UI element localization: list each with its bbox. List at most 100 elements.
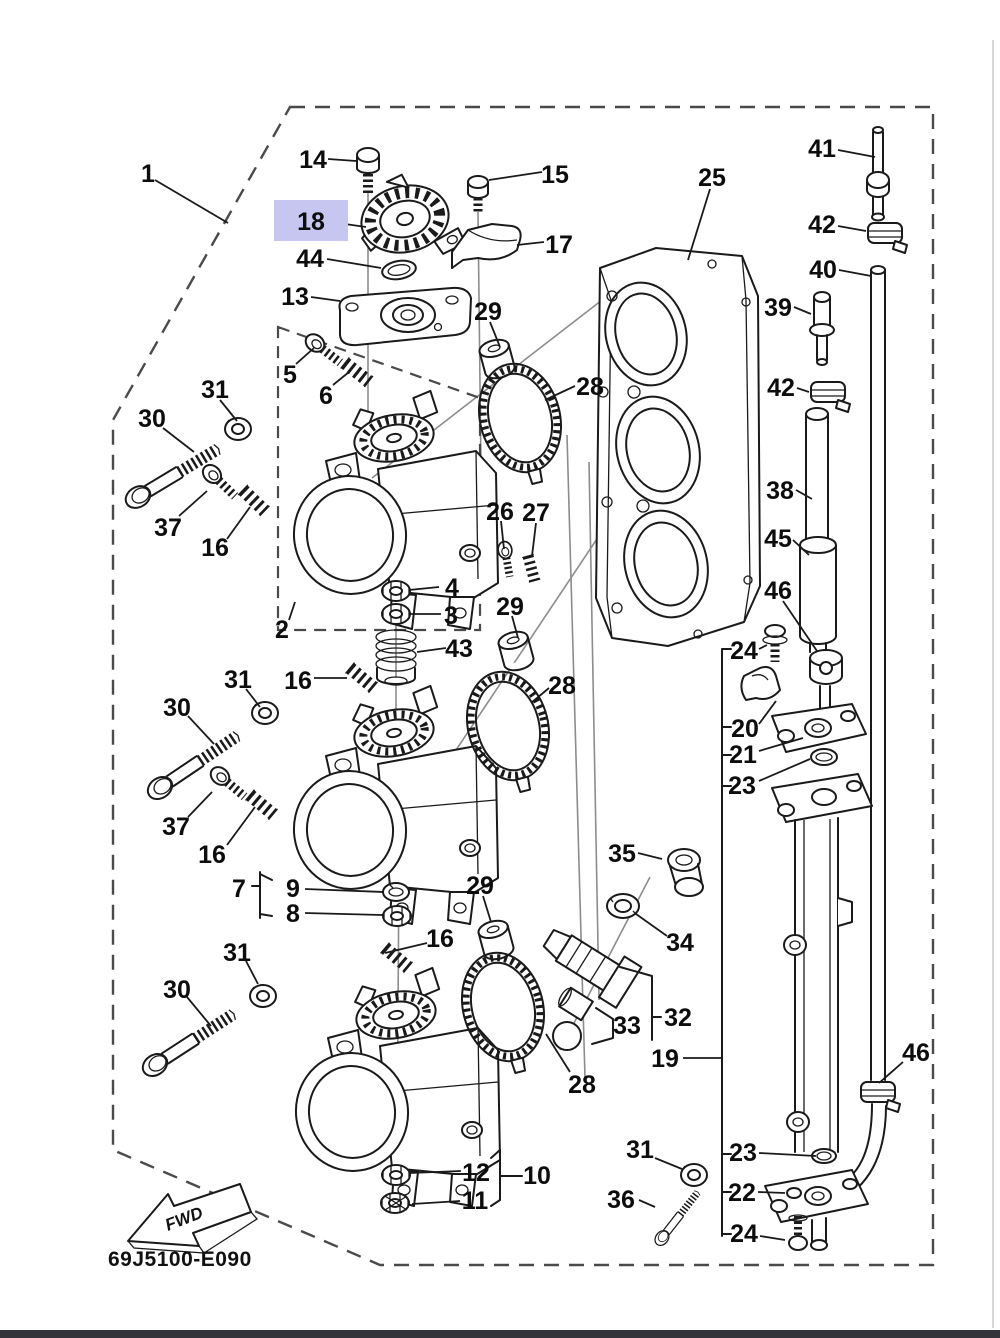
part-label-36[interactable]: 36 [607, 1186, 635, 1214]
part-label-17[interactable]: 17 [545, 231, 573, 259]
part-label-29-2[interactable]: 29 [496, 593, 524, 621]
part-label-14[interactable]: 14 [299, 146, 327, 174]
leader-line-20 [758, 700, 777, 725]
leader-line-22 [757, 1191, 786, 1194]
part-label-43[interactable]: 43 [445, 635, 473, 663]
part-label-7[interactable]: 7 [232, 875, 246, 903]
part-label-16[interactable]: 16 [201, 534, 229, 562]
part-label-15[interactable]: 15 [541, 161, 569, 189]
clip-9 [382, 882, 410, 902]
part-label-22[interactable]: 22 [728, 1179, 756, 1207]
part-label-31[interactable]: 31 [201, 376, 229, 404]
part-label-16-3[interactable]: 16 [198, 841, 226, 869]
part-label-26[interactable]: 26 [486, 498, 514, 526]
part-label-24[interactable]: 24 [730, 637, 758, 665]
part-label-31-3[interactable]: 31 [223, 939, 251, 967]
leader-line-37-2 [187, 791, 213, 818]
leader-line-9 [304, 888, 384, 893]
leader-line-44 [326, 258, 382, 269]
leader-line-23 [758, 758, 811, 782]
part-label-6[interactable]: 6 [319, 382, 333, 410]
part-label-24-2[interactable]: 24 [730, 1220, 758, 1248]
part-label-23[interactable]: 23 [728, 772, 756, 800]
diagram-code: 69J5100-E090 [108, 1248, 252, 1271]
top-sensor-group [338, 147, 522, 347]
part-label-40[interactable]: 40 [809, 256, 837, 284]
leader-line-31-3 [245, 960, 259, 985]
part-label-13[interactable]: 13 [281, 283, 309, 311]
part-label-28-2[interactable]: 28 [548, 672, 576, 700]
inner-dashed-box [276, 325, 482, 632]
part-label-28[interactable]: 28 [576, 373, 604, 401]
part-label-34[interactable]: 34 [666, 929, 694, 957]
part-label-23-2[interactable]: 23 [729, 1139, 757, 1167]
part-label-3[interactable]: 3 [444, 602, 458, 630]
outer-dashed-boundary [111, 105, 935, 1267]
leader-line-42 [837, 225, 867, 232]
nozzle-33 [552, 986, 594, 1051]
leader-line-28-3 [545, 1033, 571, 1073]
leader-line-40 [838, 269, 872, 277]
part-label-25[interactable]: 25 [698, 164, 726, 192]
part-label-16-2[interactable]: 16 [284, 667, 312, 695]
leader-line-1 [154, 179, 229, 224]
leader-line-35 [637, 852, 663, 860]
leader-line-39 [793, 306, 812, 315]
leader-line-29-3 [482, 895, 492, 923]
part-label-4[interactable]: 4 [445, 574, 459, 602]
part-label-5[interactable]: 5 [283, 361, 297, 389]
part-label-38[interactable]: 38 [766, 477, 794, 505]
clamp-17 [451, 223, 522, 269]
bolt-24-upper [762, 624, 788, 662]
part-label-35[interactable]: 35 [608, 840, 636, 868]
part-label-20[interactable]: 20 [731, 715, 759, 743]
part-label-46[interactable]: 46 [764, 577, 792, 605]
leader-line-24 [758, 644, 768, 650]
leader-line-21 [758, 737, 804, 752]
leader-line-30-2 [187, 715, 215, 745]
part-label-27[interactable]: 27 [522, 499, 550, 527]
part-label-8[interactable]: 8 [286, 900, 300, 928]
part-label-28-3[interactable]: 28 [568, 1071, 596, 1099]
part-label-29[interactable]: 29 [474, 298, 502, 326]
leader-line-41 [837, 149, 876, 158]
part-label-31-4[interactable]: 31 [626, 1136, 654, 1164]
part-label-44[interactable]: 44 [296, 245, 324, 273]
part-label-10[interactable]: 10 [523, 1162, 551, 1190]
leader-line-27 [531, 522, 537, 557]
part-label-41[interactable]: 41 [808, 135, 836, 163]
part-label-11[interactable]: 11 [462, 1187, 489, 1215]
part-label-39[interactable]: 39 [764, 294, 792, 322]
part-label-46-2[interactable]: 46 [902, 1039, 930, 1067]
part-label-45[interactable]: 45 [764, 525, 792, 553]
leader-line-42-2 [796, 387, 810, 393]
part-label-31-2[interactable]: 31 [224, 666, 252, 694]
part-label-18[interactable]: 18 [297, 208, 325, 236]
leader-line-29 [489, 321, 501, 348]
part-label-37[interactable]: 37 [154, 514, 182, 542]
part-label-42[interactable]: 42 [808, 211, 836, 239]
part-label-21[interactable]: 21 [729, 741, 757, 769]
part-label-42-2[interactable]: 42 [767, 374, 795, 402]
spring-43 [375, 629, 417, 686]
part-label-29-3[interactable]: 29 [466, 872, 494, 900]
leader-line-28-2 [530, 687, 550, 704]
part-label-2[interactable]: 2 [275, 616, 289, 644]
bolt-24-lower [788, 1214, 808, 1251]
part-label-32[interactable]: 32 [664, 1004, 692, 1032]
part-label-30[interactable]: 30 [138, 405, 166, 433]
part-label-19[interactable]: 19 [651, 1045, 679, 1073]
part-label-37-2[interactable]: 37 [162, 813, 190, 841]
leader-line-6 [332, 371, 350, 386]
part-label-12[interactable]: 12 [462, 1159, 490, 1187]
part-label-16-4[interactable]: 16 [426, 925, 454, 953]
leader-line-12 [409, 1170, 462, 1174]
part-label-30-3[interactable]: 30 [163, 976, 191, 1004]
part-label-9[interactable]: 9 [286, 875, 300, 903]
part-label-33[interactable]: 33 [613, 1012, 641, 1040]
part-label-1[interactable]: 1 [141, 160, 155, 188]
part-label-30-2[interactable]: 30 [163, 694, 191, 722]
leader-line-46-2 [878, 1061, 904, 1084]
leader-line-16-3 [226, 806, 256, 846]
leader-line-13 [310, 296, 341, 302]
